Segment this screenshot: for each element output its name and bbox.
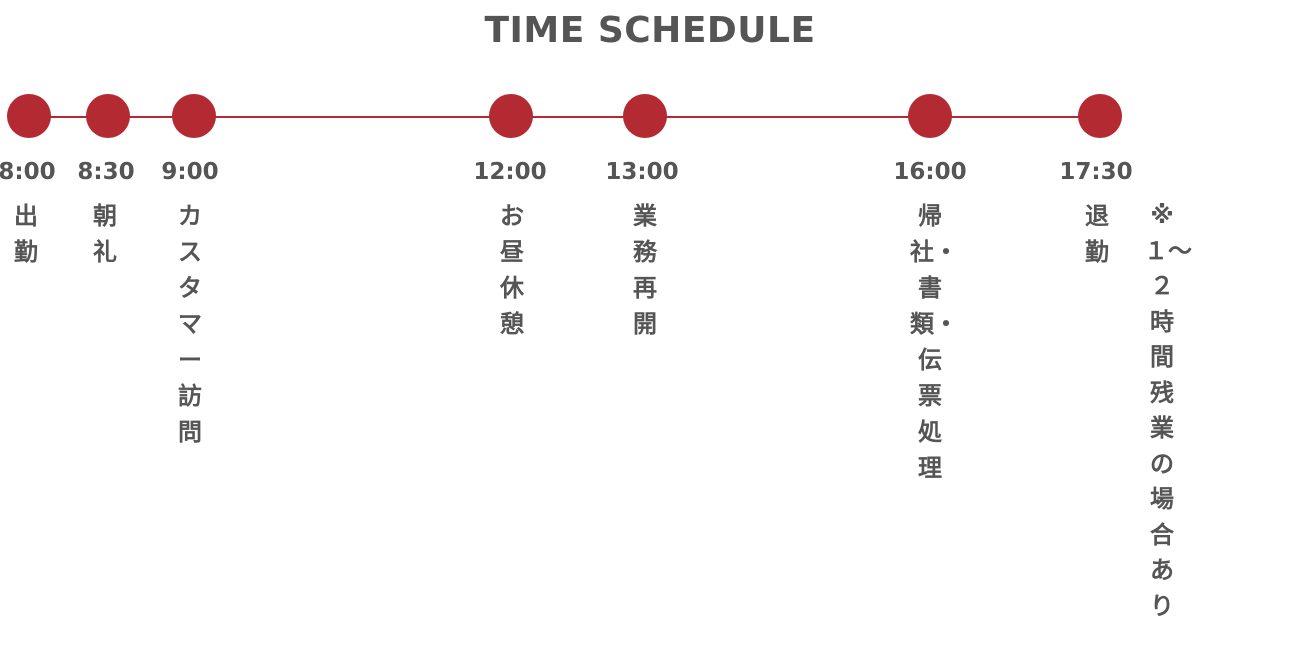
time-label: 12:00 (473, 159, 547, 185)
event-label: 退勤 (1085, 202, 1109, 266)
time-label: 16:00 (893, 159, 967, 185)
timeline-dot-1300 (623, 94, 667, 138)
event-label: お昼休憩 (500, 202, 524, 338)
timeline-dot-1600 (908, 94, 952, 138)
timeline-line (29, 116, 1100, 118)
event-label: 出勤 (14, 202, 38, 266)
overtime-note: ※１〜２時間残業の場合あり (1144, 201, 1192, 620)
event-label: 帰社・書類・伝票処理 (910, 202, 958, 482)
event-label: 業務再開 (633, 202, 657, 338)
timeline-dot-0830 (86, 94, 130, 138)
time-label: 8:30 (77, 159, 135, 185)
time-label: 17:30 (1059, 159, 1133, 185)
timeline-dot-0800 (7, 94, 51, 138)
time-label: 8:00 (0, 159, 56, 185)
time-label: 9:00 (161, 159, 219, 185)
timeline-dot-0900 (172, 94, 216, 138)
time-label: 13:00 (605, 159, 679, 185)
event-label: 朝礼 (93, 202, 117, 266)
page-title: TIME SCHEDULE (484, 10, 816, 51)
event-label: カスタマー訪問 (178, 202, 202, 446)
timeline-dot-1730 (1078, 94, 1122, 138)
timeline-dot-1200 (489, 94, 533, 138)
